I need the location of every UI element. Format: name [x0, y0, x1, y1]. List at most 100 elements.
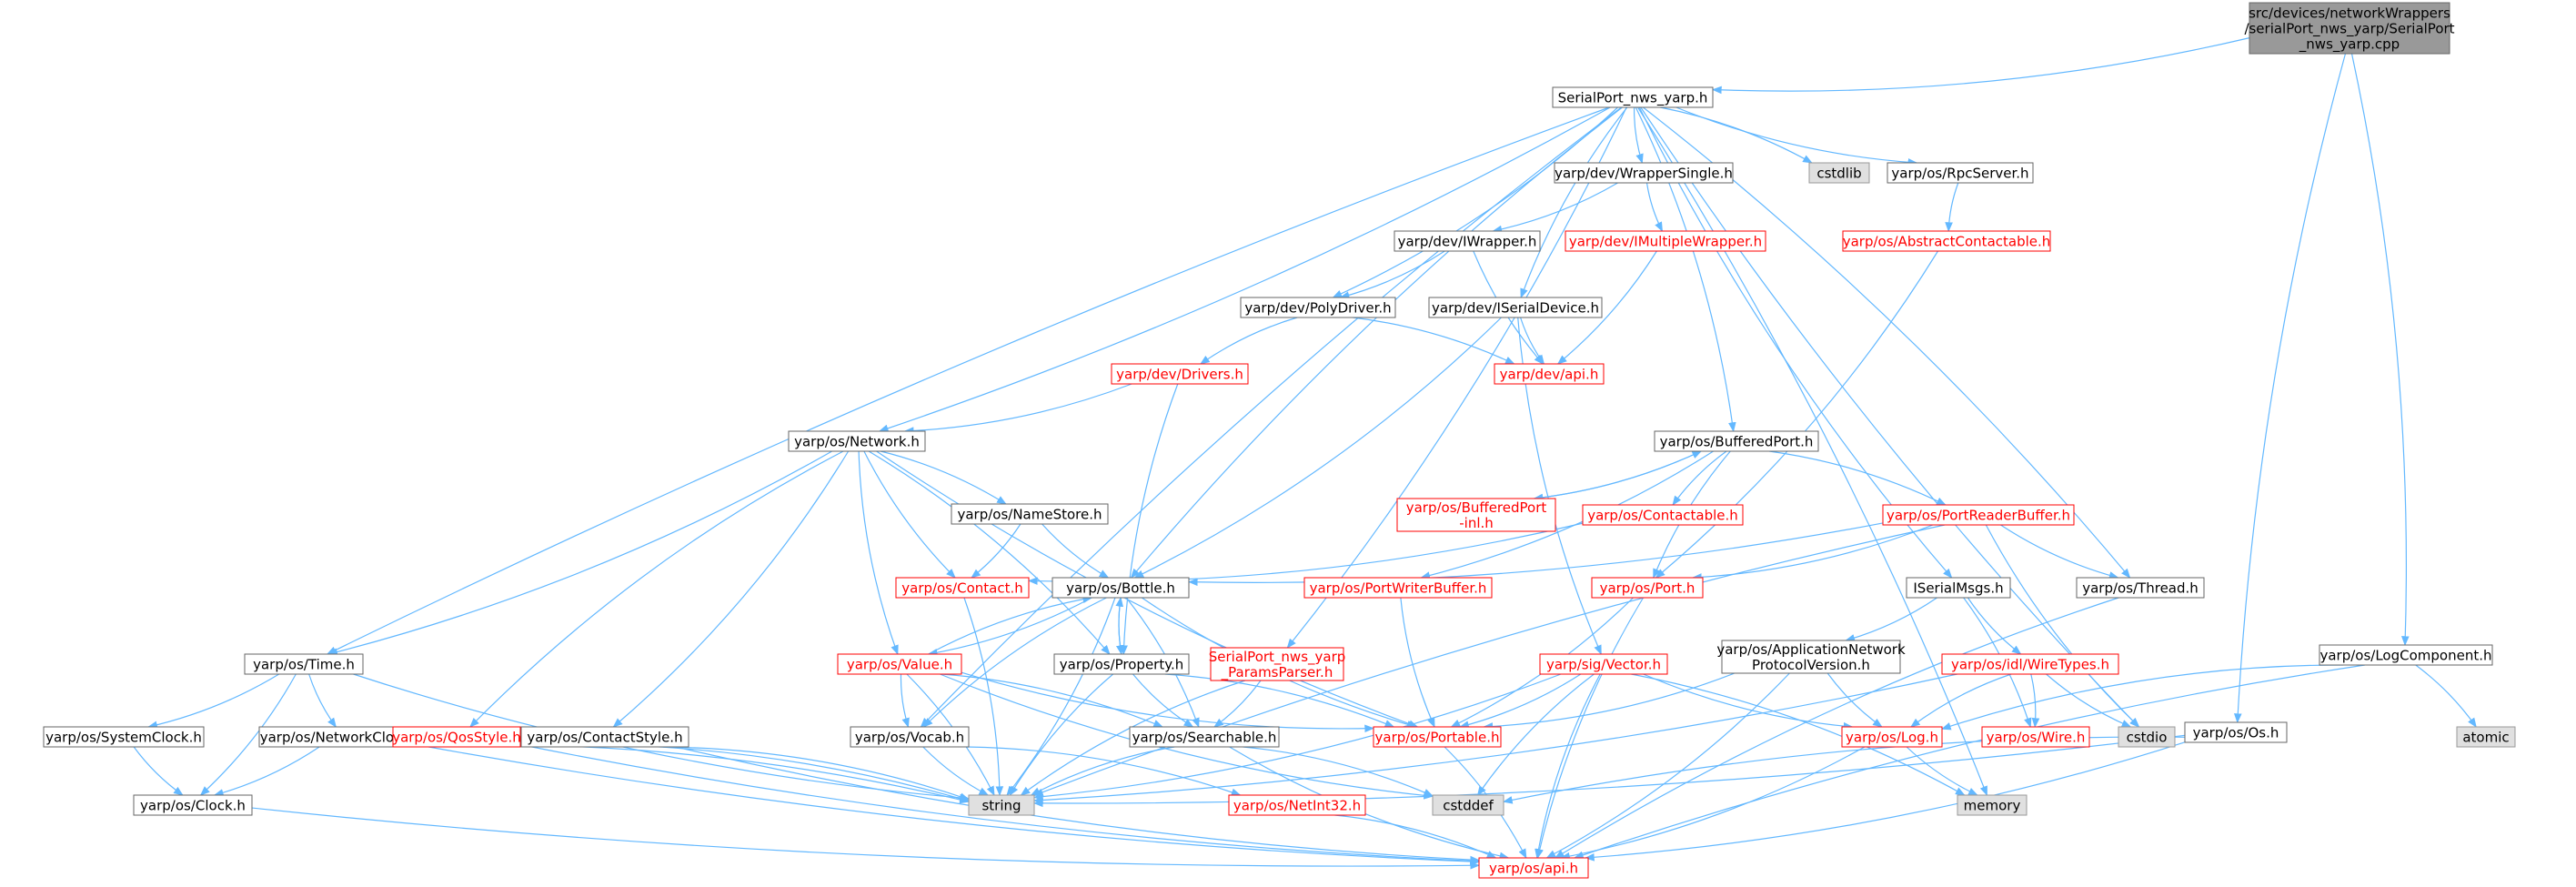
node-yarp_os_bufferedport_h[interactable]: yarp/os/BufferedPort.h [1654, 430, 1819, 452]
edge-yarp_os_appnetprotocolversion_h-to-yarp_os_api_h [1545, 672, 1790, 859]
edge-yarp_os_networkclock_h-to-string [422, 743, 971, 804]
node-serialport_nws_yarp_h[interactable]: SerialPort_nws_yarp.h [1552, 86, 1714, 108]
node-yarp_os_vocab_h[interactable]: yarp/os/Vocab.h [850, 726, 970, 748]
node-box [133, 794, 253, 816]
node-yarp_os_qosstyle_h[interactable]: yarp/os/QosStyle.h [392, 726, 521, 748]
edge-yarp_os_rpcserver_h-to-yarp_os_abstractcontactable_h [1945, 182, 1959, 233]
node-yarp_os_rpcserver_h[interactable]: yarp/os/RpcServer.h [1887, 162, 2034, 184]
node-label: yarp/os/api.h [1489, 861, 1578, 877]
node-yarp_os_log_h[interactable]: yarp/os/Log.h [1841, 726, 1943, 748]
edge-serialport_nws_yarp_h-to-yarp_os_bottle_h [1130, 106, 1623, 579]
node-box [2076, 577, 2205, 599]
edge-yarp_os_property_h-to-yarp_os_searchable_h [1132, 673, 1194, 728]
node-yarp_os_portwriterbuffer_h[interactable]: yarp/os/PortWriterBuffer.h [1303, 577, 1493, 599]
edge-serialport_nws_yarp_h-to-yarp_dev_wrappersingle_h [1633, 106, 1644, 165]
node-yarp_os_os_h[interactable]: yarp/os/Os.h [2184, 721, 2288, 743]
node-yarp_os_bufferedport_inl_h[interactable]: yarp/os/BufferedPort-inl.h [1396, 498, 1556, 532]
node-box [1432, 794, 1504, 816]
node-yarp_os_networkclock_h[interactable]: yarp/os/NetworkClock.h [258, 726, 424, 748]
node-box [1654, 430, 1819, 452]
node-yarp_dev_drivers_h[interactable]: yarp/dev/Drivers.h [1111, 363, 1249, 385]
edge-yarp_os_logcomponent_h-to-yarp_os_api_h [1574, 664, 2366, 859]
node-cstdio[interactable]: cstdio [2118, 726, 2176, 748]
node-yarp_os_port_h[interactable]: yarp/os/Port.h [1591, 577, 1704, 599]
node-yarp_dev_iserialdevice_h[interactable]: yarp/dev/ISerialDevice.h [1428, 297, 1603, 318]
node-yarp_os_property_h[interactable]: yarp/os/Property.h [1053, 653, 1190, 675]
node-box [1539, 653, 1668, 675]
edge-serialport_nws_yarp_h-to-cstdlib [1659, 106, 1813, 164]
node-string[interactable]: string [968, 794, 1035, 816]
node-yarp_dev_imultiplewrapper_h[interactable]: yarp/dev/IMultipleWrapper.h [1565, 230, 1766, 252]
node-yarp_os_netint32_h[interactable]: yarp/os/NetInt32.h [1228, 794, 1366, 816]
node-yarp_os_value_h[interactable]: yarp/os/Value.h [837, 653, 962, 675]
node-label: cstdlib [1816, 166, 1861, 182]
node-yarp_os_searchable_h[interactable]: yarp/os/Searchable.h [1129, 726, 1280, 748]
node-label: yarp/os/BufferedPort [1406, 499, 1547, 516]
node-box [1554, 162, 1734, 184]
edge-serialport_params_parser_h-to-yarp_os_searchable_h [1213, 680, 1262, 728]
edge-yarp_dev_polydriver_h-to-yarp_dev_api_h [1353, 317, 1515, 365]
edge-yarp_os_network_h-to-yarp_os_portable_h [876, 450, 1419, 728]
node-yarp_sig_vector_h[interactable]: yarp/sig/Vector.h [1539, 653, 1668, 675]
node-box [951, 503, 1109, 525]
node-atomic[interactable]: atomic [2456, 726, 2516, 748]
node-yarp_dev_polydriver_h[interactable]: yarp/dev/PolyDriver.h [1240, 297, 1396, 318]
node-label: SerialPort_nws_yarp [1209, 649, 1346, 666]
node-yarp_os_systemclock_h[interactable]: yarp/os/SystemClock.h [43, 726, 205, 748]
node-box [1478, 857, 1589, 879]
node-yarp_os_clock_h[interactable]: yarp/os/Clock.h [133, 794, 253, 816]
node-label: yarp/dev/IWrapper.h [1398, 234, 1537, 250]
node-yarp_os_contactable_h[interactable]: yarp/os/Contactable.h [1582, 504, 1744, 526]
edge-serialport_nws_yarp_h-to-yarp_os_network_h [878, 106, 1611, 432]
node-yarp_os_thread_h[interactable]: yarp/os/Thread.h [2076, 577, 2205, 599]
node-cstdlib[interactable]: cstdlib [1808, 162, 1870, 184]
node-serialport_params_parser_h[interactable]: SerialPort_nws_yarp_ParamsParser.h [1209, 647, 1346, 681]
edge-yarp_os_network_h-to-yarp_os_qosstyle_h [469, 450, 844, 728]
node-yarp_dev_iwrapper_h[interactable]: yarp/dev/IWrapper.h [1394, 230, 1541, 252]
node-yarp_os_idl_wiretypes_h[interactable]: yarp/os/idl/WireTypes.h [1941, 653, 2119, 675]
node-label: ISerialMsgs.h [1913, 580, 2003, 597]
node-yarp_dev_api_h[interactable]: yarp/dev/api.h [1494, 363, 1605, 385]
node-yarp_os_portable_h[interactable]: yarp/os/Portable.h [1373, 726, 1502, 748]
node-label: yarp/os/idl/WireTypes.h [1951, 657, 2109, 673]
node-yarp_os_logcomponent_h[interactable]: yarp/os/LogComponent.h [2319, 644, 2493, 666]
node-yarp_os_wire_h[interactable]: yarp/os/Wire.h [1981, 726, 2090, 748]
edge-yarp_os_qosstyle_h-to-yarp_os_api_h [519, 743, 1481, 865]
node-yarp_os_api_h[interactable]: yarp/os/api.h [1478, 857, 1589, 879]
edge-yarp_sig_vector_h-to-yarp_os_portable_h [1459, 673, 1582, 729]
node-yarp_dev_wrappersingle_h[interactable]: yarp/dev/WrapperSingle.h [1554, 162, 1734, 184]
node-box [1494, 363, 1605, 385]
node-label: SerialPort_nws_yarp.h [1558, 90, 1708, 107]
edge-yarp_os_os_h-to-yarp_os_api_h [1584, 741, 2186, 862]
node-yarp_os_abstractcontactable_h[interactable]: yarp/os/AbstractContactable.h [1842, 230, 2051, 252]
edge-yarp_dev_iwrapper_h-to-yarp_dev_polydriver_h [1339, 250, 1445, 299]
node-box [837, 653, 962, 675]
node-yarp_os_bottle_h[interactable]: yarp/os/Bottle.h [1052, 577, 1190, 599]
node-yarp_os_nameStore_h[interactable]: yarp/os/NameStore.h [951, 503, 1109, 525]
node-box [1129, 726, 1280, 748]
edge-yarp_os_portwriterbuffer_h-to-yarp_os_portable_h [1400, 597, 1435, 728]
node-root[interactable]: src/devices/networkWrappers/serialPort_n… [2244, 2, 2455, 55]
node-memory[interactable]: memory [1957, 794, 2028, 816]
node-cstddef[interactable]: cstddef [1432, 794, 1504, 816]
node-box [1394, 230, 1541, 252]
node-box [1053, 653, 1190, 675]
edge-yarp_os_networkclock_h-to-yarp_os_clock_h [213, 746, 320, 797]
node-yarp_os_contact_h[interactable]: yarp/os/Contact.h [895, 577, 1030, 599]
edge-yarp_os_appnetprotocolversion_h-to-yarp_os_log_h [1826, 672, 1883, 728]
node-yarp_os_portreaderbuffer_h[interactable]: yarp/os/PortReaderBuffer.h [1882, 504, 2075, 526]
edge-yarp_os_contactstyle_h-to-string [662, 746, 971, 801]
node-label: yarp/os/Port.h [1600, 580, 1696, 597]
node-yarp_os_appnetprotocolversion_h[interactable]: yarp/os/ApplicationNetworkProtocolVersio… [1716, 640, 1906, 674]
node-box [1396, 498, 1556, 532]
node-yarp_os_network_h[interactable]: yarp/os/Network.h [788, 430, 926, 452]
edge-yarp_os_bottle_h-to-string [1006, 597, 1116, 796]
node-yarp_os_contactstyle_h[interactable]: yarp/os/ContactStyle.h [520, 726, 689, 748]
edge-yarp_os_appnetprotocolversion_h-to-yarp_os_portable_h [1483, 672, 1736, 731]
node-label: yarp/os/Time.h [253, 657, 355, 673]
edge-yarp_os_value_h-to-yarp_os_vocab_h [900, 673, 910, 729]
node-yarp_os_time_h[interactable]: yarp/os/Time.h [244, 653, 364, 675]
edge-serialport_nws_yarp_h-to-cstdio [1640, 106, 2139, 728]
node-iserialmsgs_h[interactable]: ISerialMsgs.h [1906, 577, 2011, 599]
edge-yarp_os_contactable_h-to-yarp_os_contact_h [1027, 522, 1584, 585]
